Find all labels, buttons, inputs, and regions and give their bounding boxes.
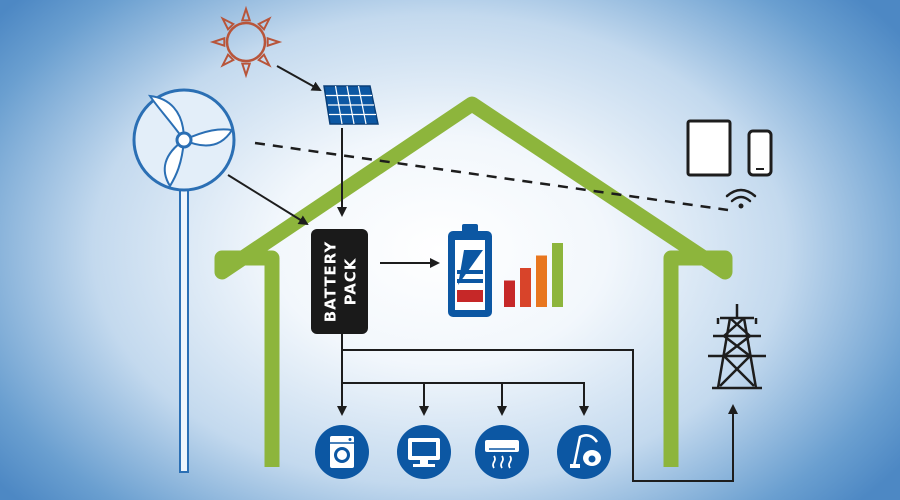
battery-level-icon — [448, 224, 492, 317]
sun-ray — [257, 16, 272, 31]
sun-ray — [220, 16, 235, 31]
tablet-icon — [686, 119, 732, 177]
solar-panel-icon — [323, 85, 379, 125]
charge-level-bars — [504, 243, 563, 307]
wireless-link-line — [254, 141, 729, 212]
turbine-to-battery-arrow — [227, 174, 309, 226]
sun-icon — [209, 5, 283, 79]
air-conditioner-icon — [475, 425, 529, 479]
flow-arrows — [227, 65, 738, 482]
charge-level-bar — [504, 280, 515, 307]
wifi-icon — [725, 188, 757, 209]
sun-ray — [220, 53, 235, 68]
charge-level-bar — [520, 268, 531, 307]
battery-pack: BATTERY PACK — [311, 229, 368, 334]
sun-ray — [266, 36, 283, 48]
sun-ray — [240, 5, 252, 22]
power-pylon-icon — [708, 304, 766, 390]
charge-level-bar — [536, 255, 547, 307]
sun-ray — [240, 62, 252, 79]
battery-to-grid-line — [342, 349, 738, 482]
computer-monitor-icon — [397, 425, 451, 479]
sun-to-panel-arrow — [276, 65, 322, 91]
house-outline — [214, 96, 733, 467]
battery-pack-label-line1: BATTERY — [322, 241, 340, 323]
vacuum-cleaner-icon — [557, 425, 611, 479]
battery-pack-label-line2: PACK — [342, 257, 360, 305]
sun-ray — [209, 36, 226, 48]
sun-ray — [257, 53, 272, 68]
smartphone-icon — [747, 129, 773, 177]
charge-level-bar — [552, 243, 563, 307]
wind-turbine-icon — [132, 88, 236, 473]
washing-machine-icon — [315, 425, 369, 479]
